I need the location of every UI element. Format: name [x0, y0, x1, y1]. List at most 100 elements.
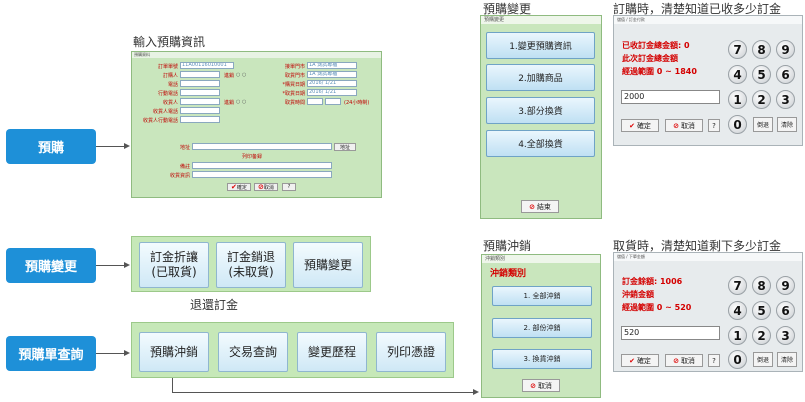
key-1[interactable]: 1: [728, 326, 747, 345]
order-no-field[interactable]: 11A00116010001: [180, 62, 234, 69]
key-3[interactable]: 3: [776, 90, 795, 109]
arrow-head: [124, 350, 130, 356]
button-line: 訂金銷退: [226, 250, 275, 264]
buyer-label: 訂購人: [162, 73, 178, 79]
change-history-button[interactable]: 變更歷程: [297, 332, 367, 372]
receiver-mobile-field[interactable]: [180, 116, 220, 123]
member-radio-icon[interactable]: ○ ○: [236, 99, 247, 105]
arrow-head: [124, 143, 130, 149]
pickup-time-hour[interactable]: [307, 98, 323, 105]
address-button[interactable]: 地址: [334, 143, 356, 151]
exchange-offset-option[interactable]: 3. 換貨沖銷: [492, 349, 592, 369]
order-no-label: 訂單單號: [157, 64, 178, 70]
backspace-button[interactable]: 倒退: [753, 117, 773, 132]
confirm-button[interactable]: ✔確定: [227, 183, 251, 191]
key-2[interactable]: 2: [752, 326, 771, 345]
store-field[interactable]: 1A 測試專櫃: [307, 62, 357, 69]
section-preorder[interactable]: 預購: [6, 129, 96, 164]
note-field[interactable]: [192, 162, 332, 169]
pickup-time-note: (24小時制): [344, 100, 370, 106]
window-title: 預購資料: [132, 52, 381, 58]
key-0[interactable]: 0: [728, 115, 747, 134]
mobile-label: 行動電話: [157, 91, 178, 97]
deposit-return-button[interactable]: 訂金銷退 (未取貨): [216, 242, 286, 288]
help-button[interactable]: ?: [708, 119, 720, 132]
key-5[interactable]: 5: [752, 301, 771, 320]
amount-input[interactable]: 520: [621, 326, 720, 340]
key-9[interactable]: 9: [776, 40, 795, 59]
transaction-query-button[interactable]: 交易查詢: [218, 332, 288, 372]
cancel-button[interactable]: ⊘取消: [522, 379, 560, 392]
cancel-label: 取消: [537, 381, 552, 390]
print-voucher-button[interactable]: 列印憑證: [376, 332, 446, 372]
pickup-date-field[interactable]: 2016/ 1/21: [307, 89, 357, 96]
key-9[interactable]: 9: [776, 276, 795, 295]
add-product-option[interactable]: 2.加購商品: [486, 64, 595, 91]
cancel-button[interactable]: ⊘取消: [665, 354, 703, 367]
partial-offset-option[interactable]: 2. 部份沖銷: [492, 318, 592, 338]
key-1[interactable]: 1: [728, 90, 747, 109]
store-label: 接單門市: [284, 64, 305, 70]
address-field[interactable]: [192, 143, 332, 150]
dialog-title: 沖銷類別: [482, 255, 600, 263]
partial-exchange-option[interactable]: 3.部分換貨: [486, 97, 595, 124]
cancel-button[interactable]: ⊘取消: [665, 119, 703, 132]
section-preorder-query[interactable]: 預購單查詢: [6, 336, 96, 371]
backspace-button[interactable]: 倒退: [753, 352, 773, 367]
arrow-line: [96, 265, 125, 266]
preorder-form-window: 預購資料 訂單單號 11A00116010001 接單門市 1A 測試專櫃 訂購…: [131, 51, 382, 198]
full-offset-option[interactable]: 1. 全部沖銷: [492, 286, 592, 306]
key-0[interactable]: 0: [728, 350, 747, 369]
cancel-button[interactable]: ⊘取消: [254, 183, 278, 191]
caption-preorder-offset: 預購沖銷: [483, 239, 532, 253]
member-label: 進銷: [223, 73, 234, 79]
key-4[interactable]: 4: [728, 301, 747, 320]
check-icon: ✔: [629, 121, 635, 130]
key-7[interactable]: 7: [728, 40, 747, 59]
receiver-field[interactable]: [180, 98, 220, 105]
key-8[interactable]: 8: [752, 40, 771, 59]
preorder-change-button[interactable]: 預購變更: [293, 242, 363, 288]
buyer-field[interactable]: [180, 71, 220, 78]
key-2[interactable]: 2: [752, 90, 771, 109]
key-8[interactable]: 8: [752, 276, 771, 295]
member-radio-icon[interactable]: ○ ○: [236, 72, 247, 78]
cancel-icon: ⊘: [258, 183, 264, 191]
cancel-label: 取消: [680, 356, 695, 365]
invoice-field[interactable]: [192, 171, 332, 178]
confirm-button[interactable]: ✔確定: [621, 119, 659, 132]
amount-input[interactable]: 2000: [621, 90, 720, 104]
change-info-option[interactable]: 1.變更預購資訊: [486, 32, 595, 59]
address-label: 地址: [179, 145, 190, 151]
pickup-time-minute[interactable]: [325, 98, 341, 105]
key-3[interactable]: 3: [776, 326, 795, 345]
preorder-change-dialog: 預購變更 1.變更預購資訊 2.加購商品 3.部分換貨 4.全部換貨 ⊘結束: [480, 15, 602, 219]
receiver-phone-field[interactable]: [180, 107, 220, 114]
full-exchange-option[interactable]: 4.全部換貨: [486, 130, 595, 157]
preorder-offset-button[interactable]: 預購沖銷: [139, 332, 209, 372]
confirm-button[interactable]: ✔確定: [621, 354, 659, 367]
key-6[interactable]: 6: [776, 301, 795, 320]
help-button[interactable]: ?: [282, 183, 296, 191]
range-text: 經過範圍 0 ~ 520: [622, 303, 692, 312]
deposit-allowance-button[interactable]: 訂金折讓 (已取貨): [139, 242, 209, 288]
clear-button[interactable]: 清除: [777, 117, 797, 132]
pickup-store-select[interactable]: 1A 測試專櫃: [307, 71, 357, 78]
close-button[interactable]: ⊘結束: [521, 200, 559, 213]
key-7[interactable]: 7: [728, 276, 747, 295]
order-date-field[interactable]: 2016/ 1/21: [307, 80, 357, 87]
help-button[interactable]: ?: [708, 354, 720, 367]
button-subline: (已取貨): [151, 265, 197, 279]
clear-button[interactable]: 清除: [777, 352, 797, 367]
print-note-checkbox[interactable]: 列印备録: [242, 154, 263, 160]
phone-field[interactable]: [180, 80, 220, 87]
cancel-icon: ⊘: [673, 121, 679, 130]
mobile-field[interactable]: [180, 89, 220, 96]
button-subline: (未取貨): [228, 265, 274, 279]
key-5[interactable]: 5: [752, 65, 771, 84]
pickup-keypad-window: 儲值 / 下單金額 訂金餘額: 1006 沖銷金額 經過範圍 0 ~ 520 5…: [613, 252, 803, 372]
section-preorder-change[interactable]: 預購變更: [6, 248, 96, 283]
key-6[interactable]: 6: [776, 65, 795, 84]
key-4[interactable]: 4: [728, 65, 747, 84]
confirm-label: 確定: [636, 356, 651, 365]
